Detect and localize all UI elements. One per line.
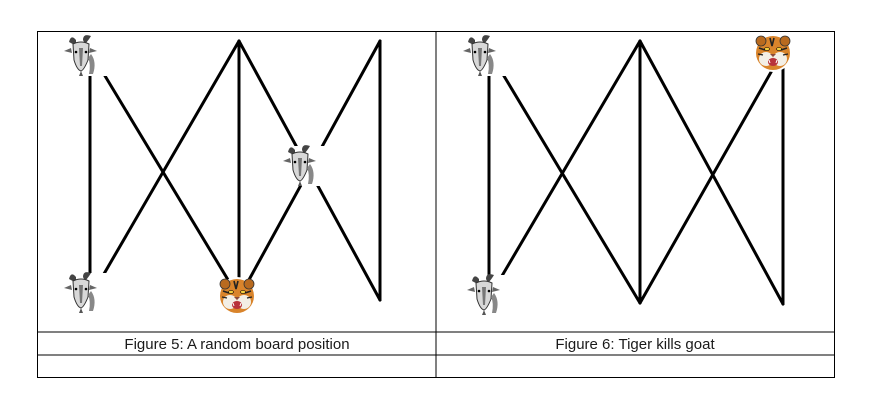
- empty-cell-right: [437, 356, 834, 377]
- goat-icon[interactable]: [62, 271, 108, 314]
- figure-table: Figure 5: A random board position Figure…: [37, 31, 835, 378]
- figure-5-caption: Figure 5: A random board position: [124, 336, 349, 353]
- board-line: [88, 39, 241, 300]
- board-line: [487, 49, 642, 305]
- empty-cell-left: [38, 356, 435, 377]
- goat-icon[interactable]: [465, 273, 511, 316]
- board-line: [638, 39, 785, 306]
- goat-icon[interactable]: [62, 34, 108, 77]
- figure-6-caption: Figure 6: Tiger kills goat: [555, 336, 715, 353]
- goat-icon[interactable]: [461, 34, 507, 77]
- goat-icon[interactable]: [281, 144, 327, 187]
- board-figure-5: [62, 34, 382, 316]
- board-figure-6: [461, 33, 793, 316]
- board-line: [638, 49, 785, 305]
- board-line: [487, 39, 642, 300]
- tiger-icon[interactable]: [753, 33, 793, 73]
- board-line: [88, 49, 241, 300]
- tiger-icon[interactable]: [217, 276, 257, 316]
